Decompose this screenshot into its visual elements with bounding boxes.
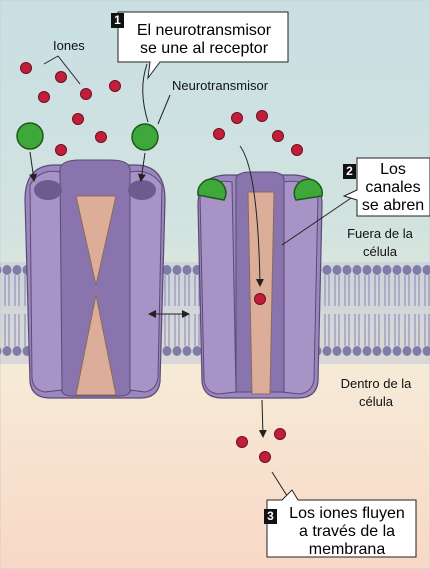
step-1-line1: El neurotransmisor	[124, 22, 284, 40]
outside-cell-label-line1: Fuera de la	[336, 226, 424, 242]
neurotransmitter-free-2	[132, 124, 158, 150]
inside-cell-label-line2: célula	[326, 394, 426, 410]
step-2-line1: Los	[358, 161, 428, 179]
step-1-number: 1	[111, 13, 124, 28]
ions-label: Iones	[53, 38, 85, 54]
step-3-line3: membrana	[280, 541, 414, 559]
neurotransmitter-label: Neurotransmisor	[172, 78, 268, 94]
step-1-text: El neurotransmisor se une al receptor	[124, 22, 284, 58]
step-3-number: 3	[264, 509, 277, 524]
step-1-line2: se une al receptor	[124, 40, 284, 58]
step-2-text: Los canales se abren	[358, 161, 428, 215]
closed-channel	[25, 160, 165, 398]
step-3-text: Los iones fluyen a través de la membrana	[280, 505, 414, 559]
neurotransmitter-free-1	[17, 123, 43, 149]
step-2-number: 2	[343, 164, 356, 179]
outside-cell-label-line2: célula	[336, 244, 424, 260]
step-3-line2: a través de la	[280, 523, 414, 541]
step-2-line2: canales	[358, 179, 428, 197]
neurotransmitter-bound-right	[294, 179, 322, 200]
step-2-line3: se abren	[358, 197, 428, 215]
step-3-line1: Los iones fluyen	[280, 505, 414, 523]
inside-cell-label-line1: Dentro de la	[326, 376, 426, 392]
